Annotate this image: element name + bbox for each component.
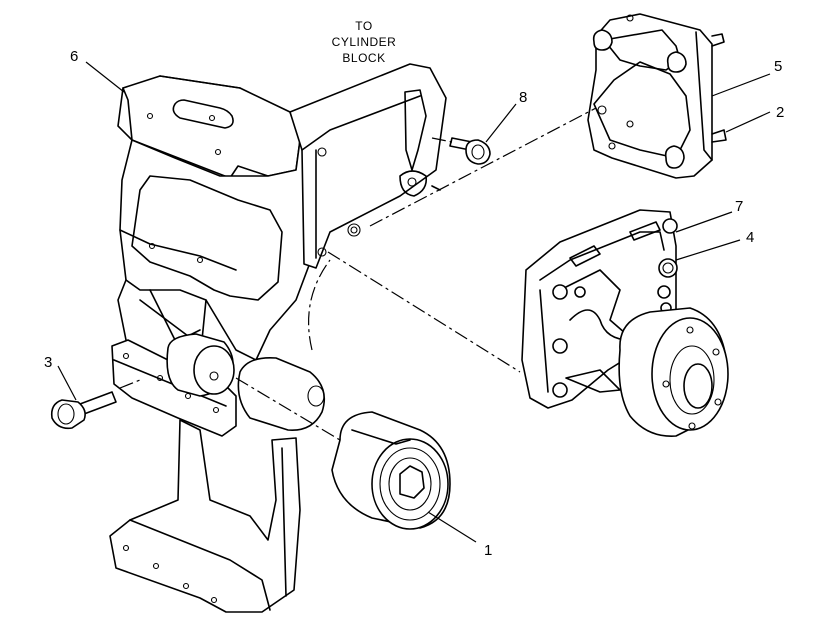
note-line-1: TO — [355, 19, 372, 33]
callout-7: 7 — [735, 198, 743, 215]
assembly-centerlines — [119, 107, 597, 441]
leader-1 — [427, 511, 477, 543]
leader-2 — [725, 111, 771, 133]
note-line-3: BLOCK — [342, 51, 385, 65]
leader-6 — [85, 61, 125, 93]
bolt-part-3 — [50, 391, 117, 430]
callout-1: 1 — [484, 542, 492, 559]
leader-3 — [57, 365, 77, 401]
bolt-part-8 — [449, 137, 491, 165]
callout-4: 4 — [746, 229, 754, 246]
water-pump — [521, 209, 729, 437]
cover-plate — [587, 13, 727, 179]
callout-3: 3 — [44, 354, 52, 371]
leader-5 — [711, 73, 771, 97]
idler-pulley — [331, 411, 451, 530]
idler-pivot-boss — [166, 333, 326, 431]
note-line-2: CYLINDER — [332, 35, 397, 49]
callout-6: 6 — [70, 48, 78, 65]
callout-2: 2 — [776, 104, 784, 121]
mounting-bracket — [109, 63, 447, 613]
leader-8 — [485, 103, 517, 143]
leader-7 — [675, 211, 733, 233]
leader-4 — [675, 239, 741, 261]
leader-lines — [57, 61, 771, 543]
callout-8: 8 — [519, 89, 527, 106]
callout-5: 5 — [774, 58, 782, 75]
